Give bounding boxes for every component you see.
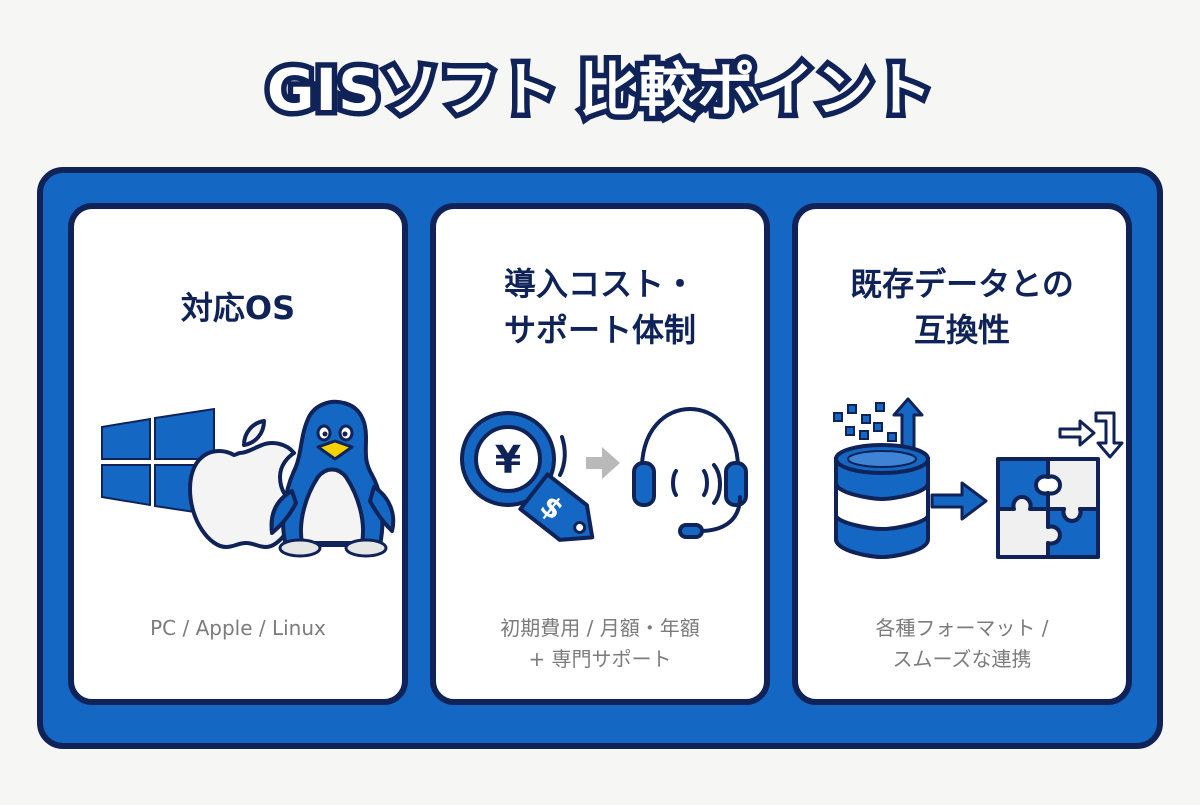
price-tag-icon: $ [518, 472, 595, 542]
card-title-line: 対応OS [180, 289, 296, 327]
card-cost-support: 導入コスト・ サポート体制 ¥ $ 初期費用 / 月額・年額 [430, 203, 770, 705]
yen-coin-icon: ¥ [460, 411, 556, 507]
card-caption-line: スムーズな連携 [892, 647, 1032, 671]
yen-symbol: ¥ [495, 438, 521, 482]
arrow-right-icon [930, 481, 988, 521]
card-caption: PC / Apple / Linux [74, 613, 402, 644]
card-title: 既存データとの 互換性 [798, 261, 1126, 353]
card-title: 導入コスト・ サポート体制 [436, 261, 764, 353]
arrow-right-icon [586, 447, 620, 479]
card-title-line: 既存データとの [850, 265, 1074, 303]
card-caption-line: 各種フォーマット / [875, 616, 1049, 640]
card-caption-line: 初期費用 / 月額・年額 [500, 616, 700, 640]
database-icon [834, 443, 930, 560]
card-caption: 各種フォーマット / スムーズな連携 [798, 613, 1126, 675]
page-title: GISソフト 比較ポイント [261, 51, 937, 130]
cost-support-icon: ¥ $ [460, 406, 748, 542]
card-title-line: 導入コスト・ [503, 265, 696, 303]
card-title-line: サポート体制 [503, 311, 696, 349]
exchange-arrows-icon [1058, 411, 1124, 459]
data-compatibility-icon [833, 397, 1124, 560]
card-caption-line: + 専門サポート [528, 647, 672, 671]
os-logos-icon [101, 399, 396, 558]
data-squares-icon [833, 402, 897, 442]
linux-penguin-icon [269, 399, 396, 558]
card-supported-os: 対応OS PC / Apple / Linux [68, 203, 408, 705]
card-title: 対応OS [74, 285, 402, 331]
puzzle-icon [996, 457, 1100, 559]
headset-icon [632, 406, 748, 539]
card-caption-line: PC / Apple / Linux [150, 616, 326, 640]
card-title-line: 互換性 [913, 311, 1010, 349]
card-data-compatibility: 既存データとの 互換性 [792, 203, 1132, 705]
card-caption: 初期費用 / 月額・年額 + 専門サポート [436, 613, 764, 675]
